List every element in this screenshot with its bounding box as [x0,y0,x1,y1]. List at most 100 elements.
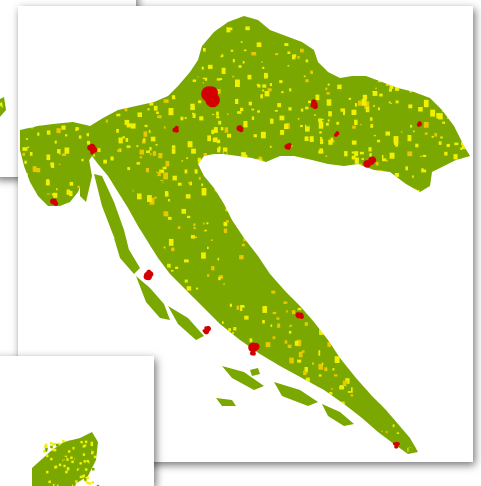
land-cover-pixel [396,11,398,13]
land-cover-pixel [175,325,180,331]
land-cover-pixel [221,40,223,42]
land-cover-pixel [201,252,206,258]
land-cover-pixel [194,227,196,229]
land-cover-pixel [37,349,41,354]
land-cover-pixel [29,76,32,79]
land-cover-pixel [407,113,411,117]
land-cover-pixel [254,74,258,77]
land-cover-pixel [347,451,352,458]
land-cover-pixel [43,478,46,481]
land-cover-pixel [102,132,107,137]
land-cover-pixel [469,225,471,227]
land-cover-pixel [461,85,464,88]
land-cover-pixel [39,45,42,50]
land-cover-pixel [454,409,459,414]
land-cover-pixel [176,258,178,260]
land-cover-pixel [447,29,451,33]
land-cover-pixel [460,158,463,161]
land-cover-pixel [31,76,35,80]
map-panel-front[interactable] [0,356,154,486]
land-cover-pixel [47,130,51,134]
land-cover-pixel [262,104,267,110]
land-cover-pixel [449,459,454,462]
land-cover-pixel [442,157,444,159]
land-cover-pixel [326,123,329,126]
land-cover-pixel [409,448,413,452]
land-cover-pixel [383,26,388,30]
land-cover-pixel [142,68,146,71]
land-cover-pixel [284,186,286,188]
land-cover-pixel [314,199,316,201]
land-cover-pixel [338,235,340,238]
land-cover-pixel [95,99,97,101]
land-cover-pixel [348,35,350,37]
land-cover-pixel [431,207,435,212]
land-cover-pixel [352,50,355,54]
land-cover-pixel [453,289,455,291]
land-cover-pixel [312,313,315,316]
land-cover-pixel [321,202,323,204]
land-cover-pixel [376,20,380,23]
land-cover-pixel [72,118,74,120]
land-cover-pixel [376,133,380,137]
land-cover-pixel [466,177,468,181]
land-cover-pixel [437,434,439,436]
land-cover-pixel [267,427,272,433]
land-cover-pixel [33,231,37,234]
land-cover-pixel [111,295,115,300]
land-cover-pixel [471,154,474,159]
land-cover-pixel [217,169,219,170]
land-cover-pixel [158,442,162,445]
land-cover-pixel [435,64,439,67]
land-cover-pixel [46,455,49,458]
land-cover-pixel [74,242,77,244]
land-cover-pixel [366,107,370,113]
land-cover-pixel [34,280,37,283]
land-cover-pixel [328,209,331,212]
land-cover-pixel [223,441,226,444]
land-cover-pixel [237,462,240,463]
land-cover-pixel [20,203,23,205]
land-cover-pixel [105,65,109,68]
land-cover-pixel [265,353,269,356]
land-cover-pixel [290,379,294,384]
land-cover-pixel [450,186,454,191]
land-cover-pixel [470,434,472,436]
land-cover-pixel [296,269,301,275]
land-cover-pixel [141,145,145,149]
land-cover-pixel [247,207,251,214]
land-cover-pixel [97,250,100,253]
land-cover-pixel [383,155,386,158]
land-cover-pixel [203,107,205,111]
land-cover-pixel [158,56,161,59]
land-cover-pixel [262,67,264,69]
land-cover-pixel [53,481,56,484]
land-cover-pixel [340,65,342,68]
land-cover-pixel [94,321,97,324]
land-cover-pixel [49,71,53,77]
land-cover-pixel [350,269,354,272]
land-cover-pixel [255,233,257,235]
land-cover-pixel [390,403,394,409]
land-cover-pixel [461,103,464,106]
land-cover-pixel [345,167,347,171]
land-cover-pixel [238,282,242,284]
land-cover-pixel [85,441,88,444]
land-cover-pixel [45,90,47,92]
land-cover-pixel [263,184,268,189]
land-cover-pixel [218,379,220,381]
land-cover-pixel [33,201,38,205]
land-cover-pixel [432,346,434,348]
land-cover-pixel [214,259,218,265]
land-cover-pixel [425,416,429,421]
land-cover-pixel [309,176,312,179]
land-cover-pixel [115,91,118,94]
land-cover-pixel [393,419,395,422]
land-cover-pixel [363,95,367,100]
land-cover-pixel [184,407,188,413]
land-cover-pixel [408,350,410,353]
land-cover-pixel [116,129,119,133]
land-cover-pixel [399,21,403,27]
land-cover-pixel [463,216,467,219]
land-cover-pixel [168,353,171,355]
